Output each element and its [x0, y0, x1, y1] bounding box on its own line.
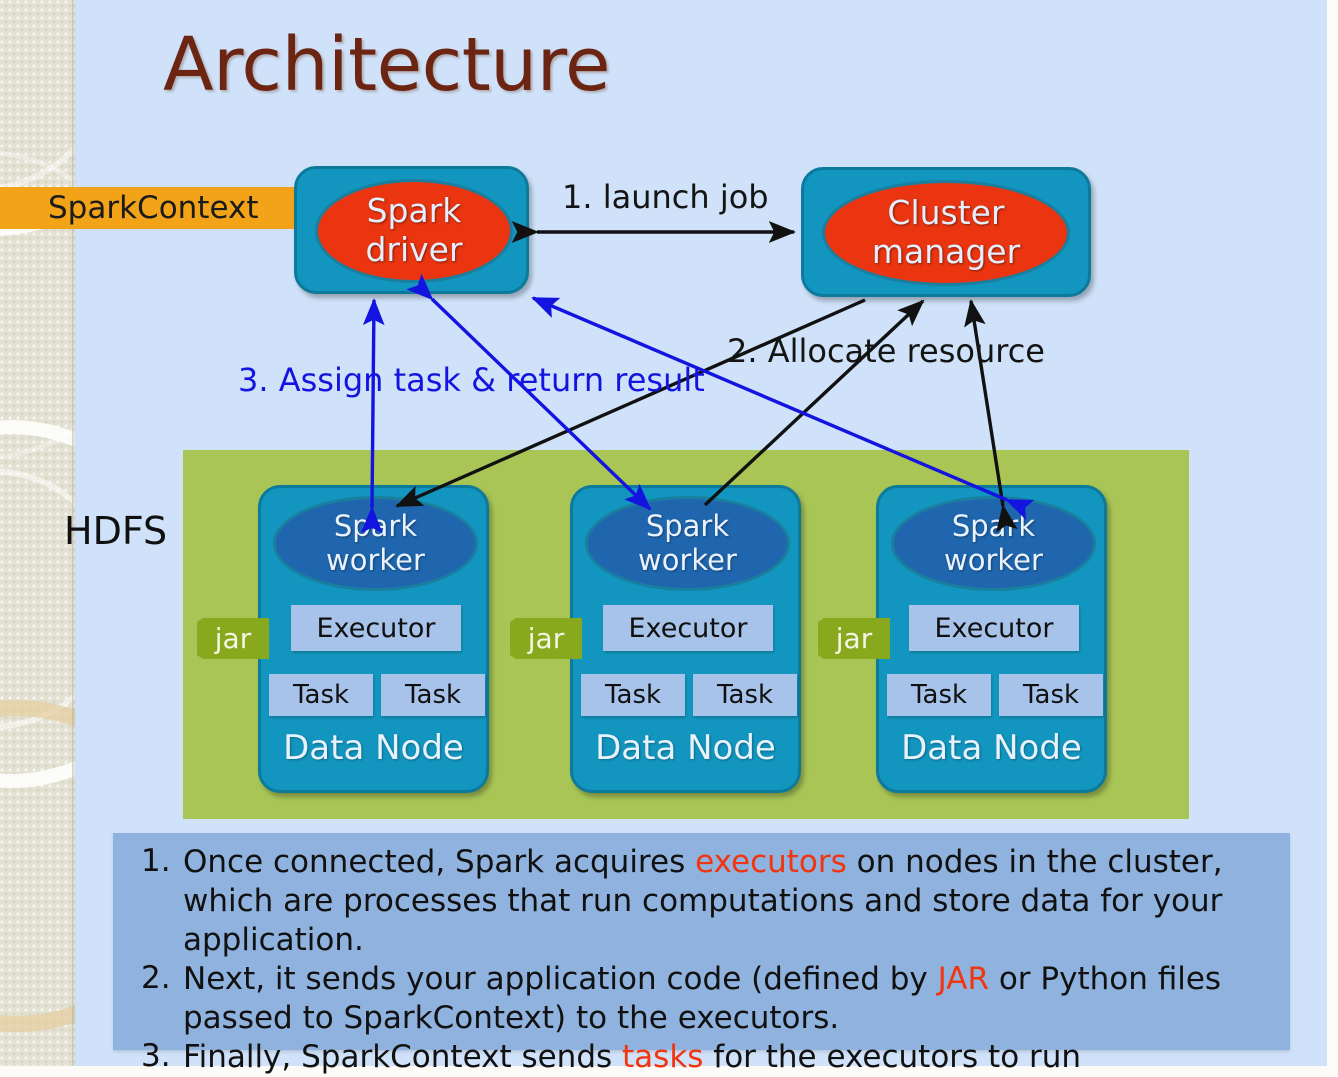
spark-worker-line2: worker: [944, 542, 1043, 577]
jar-tag: jar: [197, 618, 269, 659]
jar-tag: jar: [818, 618, 890, 659]
data-node[interactable]: Spark worker Executor Task Task Data Nod…: [876, 485, 1107, 793]
note-highlight: tasks: [622, 1039, 704, 1076]
decorative-arc: [0, 700, 75, 1032]
note-highlight: executors: [695, 844, 847, 880]
page-title: Architecture: [163, 22, 611, 108]
note-item: 1. Once connected, Spark acquires execut…: [113, 843, 1290, 960]
task-chip[interactable]: Task: [381, 674, 485, 716]
note-text: Once connected, Spark acquires executors…: [183, 843, 1276, 960]
cluster-manager-line2: manager: [871, 232, 1021, 271]
task-chip[interactable]: Task: [269, 674, 373, 716]
note-item: 3. Finally, SparkContext sends tasks for…: [113, 1038, 1290, 1077]
executor-chip[interactable]: Executor: [291, 605, 461, 651]
note-run: for the executors to run: [703, 1039, 1082, 1076]
cluster-manager-line1: Cluster: [887, 193, 1005, 233]
spark-worker-line2: worker: [326, 542, 425, 577]
note-text: Next, it sends your application code (de…: [183, 960, 1276, 1038]
spark-worker-ellipse: Spark worker: [891, 496, 1096, 591]
executor-chip[interactable]: Executor: [603, 605, 773, 651]
spark-driver-line2: driver: [365, 230, 463, 269]
spark-worker-line2: worker: [638, 542, 737, 577]
decorative-arc: [0, 468, 75, 730]
decorative-strip-edge: [72, 0, 76, 1066]
notes-panel: 1. Once connected, Spark acquires execut…: [113, 833, 1290, 1075]
cluster-manager-node[interactable]: Cluster manager: [801, 167, 1091, 297]
arrow-label-assign-task: 3. Assign task & return result: [238, 361, 705, 399]
note-item: 2. Next, it sends your application code …: [113, 960, 1290, 1038]
spark-worker-line1: Spark: [951, 508, 1036, 543]
task-chip[interactable]: Task: [887, 674, 991, 716]
note-run: or Python files passed to SparkContext) …: [183, 961, 1222, 1037]
sparkcontext-callout: SparkContext: [0, 187, 306, 229]
spark-worker-ellipse: Spark worker: [273, 496, 478, 591]
sparkcontext-label: SparkContext: [48, 190, 259, 226]
note-number: 2.: [141, 960, 171, 997]
spark-driver-ellipse: Spark driver: [315, 179, 513, 283]
arrow-label-allocate-resource: 2. Allocate resource: [727, 332, 1045, 370]
data-node[interactable]: Spark worker Executor Task Task Data Nod…: [258, 485, 489, 793]
decorative-left-strip: [0, 0, 75, 1066]
note-text: Finally, SparkContext sends tasks for th…: [183, 1038, 1081, 1077]
data-node-label: Data Node: [595, 728, 776, 768]
executor-chip[interactable]: Executor: [909, 605, 1079, 651]
spark-worker-line1: Spark: [333, 508, 418, 543]
spark-worker-line1: Spark: [645, 508, 730, 543]
note-number: 1.: [141, 843, 171, 879]
data-node-label: Data Node: [283, 728, 464, 768]
jar-tag: jar: [510, 618, 582, 659]
data-node-label: Data Node: [901, 728, 1082, 768]
spark-worker-ellipse: Spark worker: [585, 496, 790, 591]
data-node[interactable]: Spark worker Executor Task Task Data Nod…: [570, 485, 801, 793]
spark-driver-node[interactable]: Spark driver: [294, 166, 529, 294]
spark-driver-line1: Spark: [366, 191, 462, 231]
note-number: 3.: [141, 1038, 171, 1075]
hdfs-label: HDFS: [64, 509, 168, 553]
note-run: on nodes in the cluster, which are proce…: [183, 844, 1223, 959]
task-chip[interactable]: Task: [581, 674, 685, 716]
note-run: Next, it sends your application code (de…: [183, 961, 938, 998]
note-run: Finally, SparkContext sends: [183, 1039, 623, 1076]
task-chip[interactable]: Task: [693, 674, 797, 716]
note-run: Once connected, Spark acquires: [183, 844, 696, 880]
cluster-manager-ellipse: Cluster manager: [822, 180, 1070, 286]
task-chip[interactable]: Task: [999, 674, 1103, 716]
note-highlight: JAR: [937, 961, 989, 998]
arrow-label-launch-job: 1. launch job: [562, 178, 769, 216]
